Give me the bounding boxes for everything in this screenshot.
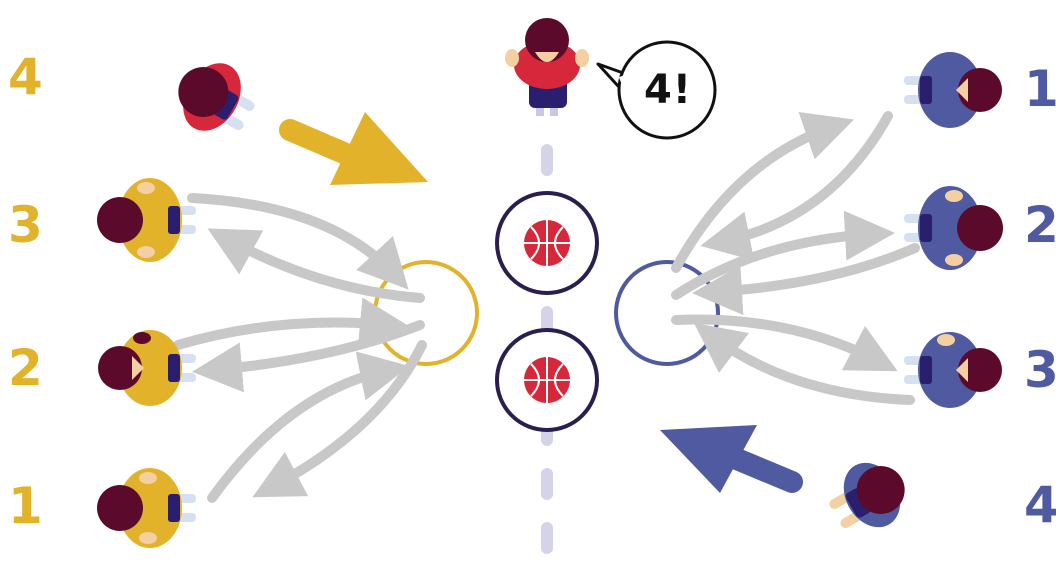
left-player-2 (98, 330, 196, 406)
left-pass-arrows (173, 193, 427, 503)
left-player-1 (97, 468, 196, 548)
referee-call-text: 4! (643, 67, 693, 113)
pass-arrow (207, 351, 410, 503)
pass-arrow (671, 112, 854, 273)
basketball-icon (524, 220, 570, 266)
right-number-2: 2 (1024, 196, 1056, 254)
right-player-4 (829, 462, 905, 529)
right-player-3 (904, 332, 1002, 408)
left-team-hub (373, 260, 479, 366)
right-number-1: 1 (1024, 60, 1056, 118)
left-player-4 (178, 63, 255, 131)
pass-arrow (700, 111, 893, 261)
pass-arrow (692, 243, 920, 316)
ball-station-bottom (495, 328, 599, 432)
left-number-3: 3 (8, 196, 43, 254)
pass-arrow (192, 320, 425, 393)
left-number-2: 2 (8, 339, 43, 397)
left-runner-arrow (279, 112, 428, 185)
referee (505, 18, 589, 116)
pass-arrow (252, 340, 427, 498)
basketball-icon (524, 357, 570, 403)
right-runner-arrow (660, 425, 803, 493)
left-number-1: 1 (8, 477, 43, 535)
pass-arrow (693, 323, 915, 405)
pass-arrow (207, 228, 425, 303)
right-player-1 (904, 52, 1002, 128)
pass-arrow (671, 314, 898, 372)
right-pass-arrows (671, 111, 920, 405)
right-player-2 (904, 186, 1003, 270)
pass-arrow (187, 193, 409, 290)
left-player-3 (97, 178, 196, 262)
right-number-4: 4 (1024, 476, 1056, 534)
ball-station-top (495, 191, 599, 295)
pass-arrow (173, 297, 410, 350)
right-number-3: 3 (1024, 341, 1056, 399)
referee-speech-bubble (596, 40, 717, 140)
left-number-4: 4 (8, 48, 43, 106)
